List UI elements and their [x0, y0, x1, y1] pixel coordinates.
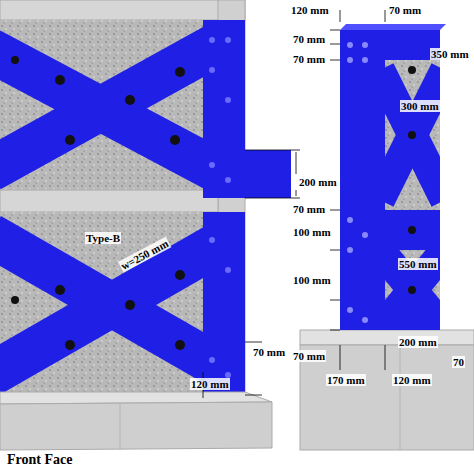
dimension-label: 70 mm: [292, 203, 326, 215]
dimension-label: 300 mm: [400, 100, 440, 112]
dimension-label: 70 mm: [252, 346, 286, 358]
dimension-label: 550 mm: [398, 258, 438, 270]
dimension-label: 70: [452, 356, 465, 368]
dimension-label: 170 mm: [326, 374, 366, 386]
dimension-label: 100 mm: [292, 274, 332, 286]
dimension-label: 100 mm: [292, 226, 332, 238]
dimension-label: 70 mm: [292, 53, 326, 65]
dimension-label: 200 mm: [398, 336, 438, 348]
dimension-label: 70 mm: [292, 350, 326, 362]
dimension-label: 120 mm: [190, 378, 230, 390]
dimension-label: 200 mm: [298, 176, 338, 188]
view-title: Front Face: [6, 452, 73, 467]
dimension-label: 120 mm: [392, 374, 432, 386]
type-label: Type-B: [85, 232, 121, 244]
dimension-label: 350 mm: [430, 48, 470, 60]
dimension-label: 70 mm: [292, 33, 326, 45]
dimension-label: 120 mm: [290, 4, 330, 16]
dimension-label: 70 mm: [388, 4, 422, 16]
